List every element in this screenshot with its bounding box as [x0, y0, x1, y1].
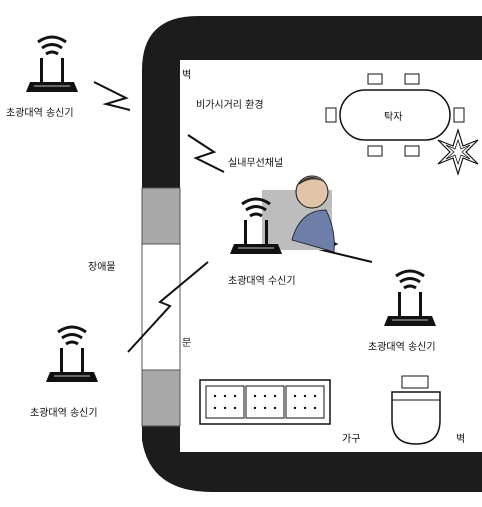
- obstacle-label: 장애물: [88, 262, 116, 273]
- receiver-label: 초광대역 수신기: [228, 276, 296, 287]
- transmitter-label: 초광대역 송신기: [368, 342, 436, 353]
- transmitter-label: 초광대역 송신기: [30, 408, 98, 419]
- person-icon: [262, 175, 335, 253]
- table-chairs-icon: [325, 73, 465, 157]
- indoor-channel-label: 실내무선채널: [228, 158, 284, 169]
- wall-label-bottom: 벽: [456, 434, 466, 445]
- table-label: 탁자: [384, 112, 403, 123]
- plant-icon: [437, 127, 479, 177]
- lightning-signal-icon: [187, 134, 225, 173]
- wall-label-top: 벽: [182, 70, 192, 81]
- sofa-icon: [199, 379, 331, 425]
- door-opening: [141, 243, 181, 371]
- router-icon: [24, 35, 80, 94]
- door-label: 문: [182, 338, 192, 349]
- obstacle-block-upper: [141, 187, 181, 245]
- lightning-signal-icon: [127, 261, 209, 353]
- furniture-label: 가구: [342, 434, 361, 445]
- obstacle-block-lower: [141, 369, 181, 427]
- nlos-environment-label: 비가시거리 환경: [196, 100, 264, 111]
- piano-icon: [391, 375, 441, 445]
- router-icon: [44, 325, 100, 384]
- lightning-signal-icon: [93, 81, 131, 111]
- transmitter-label: 초광대역 송신기: [6, 108, 74, 119]
